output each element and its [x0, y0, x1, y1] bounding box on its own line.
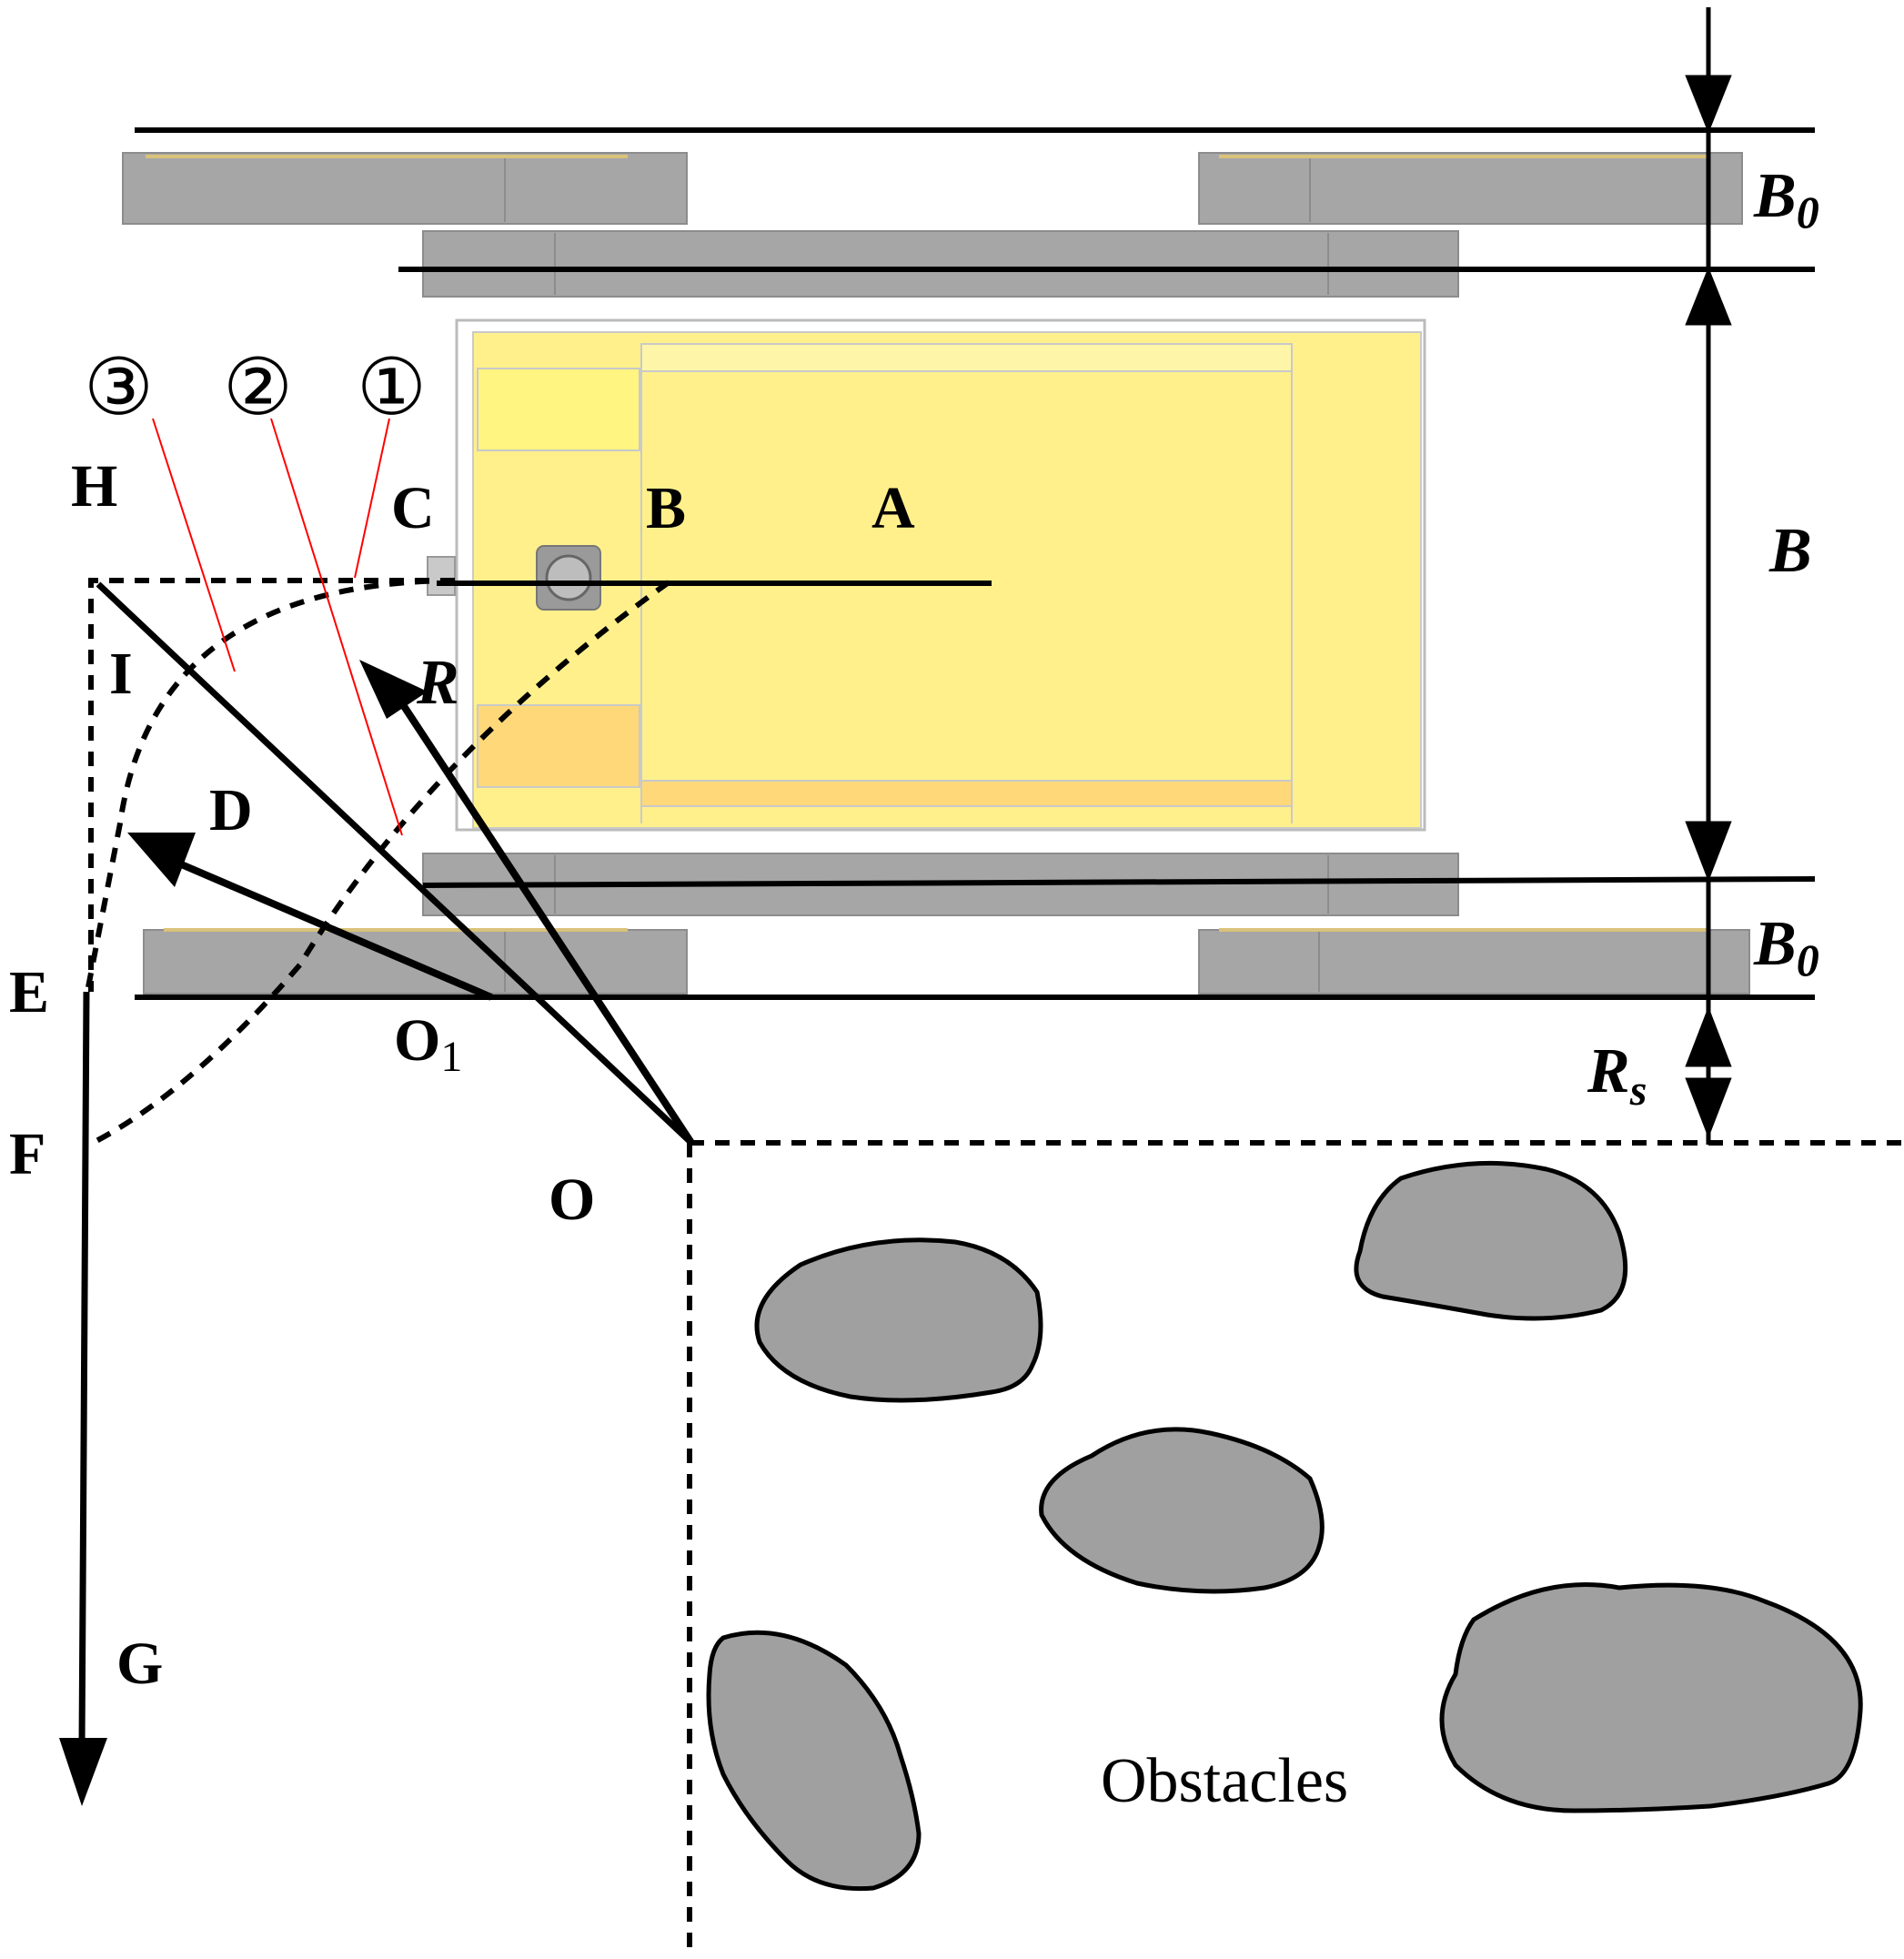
obstacles-caption: Obstacles — [1101, 1746, 1348, 1816]
label-F: F — [9, 1121, 45, 1187]
dim-label-B: B — [1768, 516, 1812, 586]
dim-label-B0-bottom: B0 — [1753, 909, 1819, 985]
obstacle-2 — [754, 1237, 1043, 1403]
obstacle-1 — [1354, 1160, 1628, 1321]
label-D: D — [209, 777, 253, 843]
robot-vehicle — [122, 152, 1750, 995]
path-2-arc — [85, 578, 456, 993]
arrow-E-G — [78, 991, 90, 1748]
obstacle-3 — [1039, 1427, 1325, 1594]
track-top-inner — [422, 230, 1459, 298]
dim-label-B0-top: B0 — [1753, 161, 1819, 237]
obstacles-group — [706, 1160, 1863, 1892]
label-R: R — [416, 648, 459, 718]
arrow-O1-D — [171, 857, 493, 1001]
label-A: A — [871, 475, 915, 541]
label-H: H — [71, 453, 117, 520]
path-leader-lines — [152, 418, 403, 836]
radius-R-arrow — [397, 698, 695, 1146]
label-B: B — [646, 475, 686, 541]
labels: A B C D E F G H I O O1 R B B0 B0 Rs ① ② … — [9, 161, 1819, 1816]
obstacle-4 — [706, 1630, 922, 1892]
label-O: O — [549, 1166, 595, 1233]
track-top-right — [1198, 152, 1743, 225]
line-H-O — [96, 581, 694, 1146]
obstacle-boundary — [687, 1140, 1901, 1947]
dimension-arrows — [1685, 7, 1732, 1145]
path-number-2: ② — [223, 342, 293, 433]
dim-label-Rs: Rs — [1587, 1036, 1647, 1115]
path-number-1: ① — [357, 342, 427, 433]
label-I: I — [109, 641, 133, 707]
width-reference-lines — [135, 127, 1816, 1000]
track-top-left — [122, 152, 688, 225]
path-number-3: ③ — [84, 342, 154, 433]
track-bottom-right — [1198, 929, 1750, 995]
label-E: E — [9, 959, 49, 1025]
path-1-dashed — [88, 578, 455, 992]
label-O1: O1 — [394, 1007, 462, 1081]
label-C: C — [391, 475, 435, 541]
obstacle-5 — [1439, 1582, 1863, 1813]
label-G: G — [116, 1631, 163, 1697]
